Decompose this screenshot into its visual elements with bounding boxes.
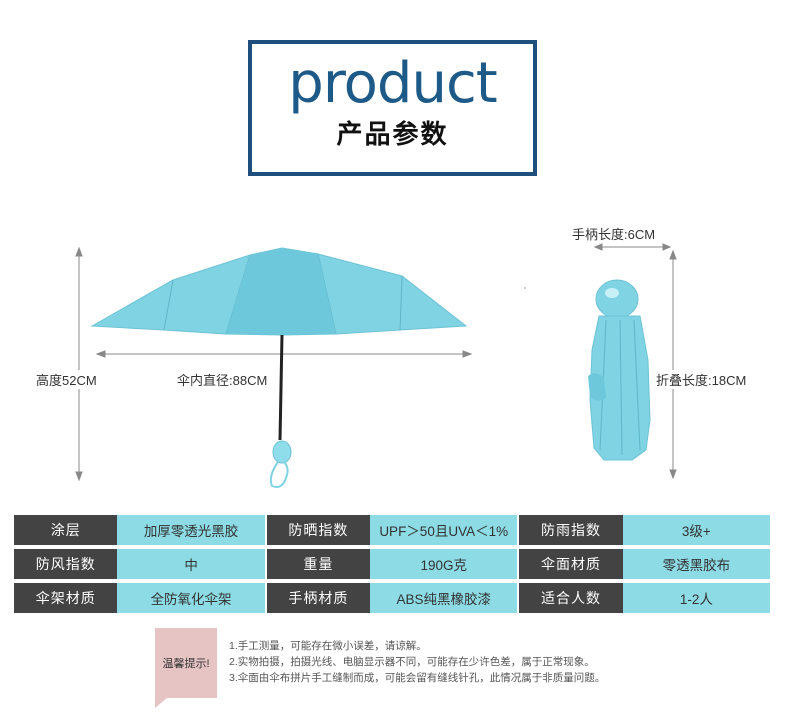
- folded-length-arrow: [669, 249, 677, 480]
- handle-length-arrow: [593, 243, 672, 251]
- open-umbrella: [90, 247, 468, 488]
- spec-row: 伞架材质 全防氧化伞架 手柄材质 ABS纯黑橡胶漆 适合人数 1-2人: [14, 583, 770, 613]
- spec-key: 重量: [266, 549, 371, 579]
- spec-row: 涂层 加厚零透光黑胶 防晒指数 UPF＞50且UVA＜1% 防雨指数 3级+: [14, 515, 770, 545]
- diameter-label: 伞内直径:88CM: [177, 370, 268, 389]
- list-item: 1.手工测量，可能存在微小误差，请谅解。: [229, 640, 427, 652]
- spec-key: 伞架材质: [14, 583, 118, 613]
- spec-value: 190G克: [370, 549, 518, 579]
- notes-tag: 温馨提示!: [155, 628, 217, 698]
- spec-row: 防风指数 中 重量 190G克 伞面材质 零透黑胶布: [14, 549, 770, 579]
- spec-value: 加厚零透光黑胶: [117, 515, 265, 545]
- spec-key: 手柄材质: [266, 583, 371, 613]
- folded-umbrella: [588, 279, 651, 461]
- spec-key: 适合人数: [519, 583, 623, 613]
- notes-tag-tail: [155, 698, 167, 708]
- spec-key: 防晒指数: [266, 515, 371, 545]
- spec-key: 防雨指数: [519, 515, 623, 545]
- spec-key: 防风指数: [14, 549, 118, 579]
- folded-length-label: 折叠长度:18CM: [656, 370, 747, 389]
- title-chinese: 产品参数: [336, 120, 449, 150]
- spec-value: UPF＞50且UVA＜1%: [370, 515, 518, 545]
- spec-value: 全防氧化伞架: [117, 583, 265, 613]
- notes-list: 1.手工测量，可能存在微小误差，请谅解。 2.实物拍摄，拍摄光线、电脑显示器不同…: [229, 638, 605, 686]
- spec-value: 零透黑胶布: [622, 549, 770, 579]
- handle-length-label: 手柄长度:6CM: [572, 224, 656, 243]
- height-arrow: [75, 246, 83, 482]
- spec-value: 3级+: [622, 515, 770, 545]
- spec-value: 中: [117, 549, 265, 579]
- height-label: 高度52CM: [36, 370, 97, 389]
- title-box: product 产品参数: [248, 40, 537, 176]
- diameter-arrow: [95, 350, 473, 358]
- spec-value: ABS纯黑橡胶漆: [370, 583, 518, 613]
- list-item: 2.实物拍摄，拍摄光线、电脑显示器不同，可能存在少许色差，属于正常现象。: [229, 656, 595, 668]
- notes-section: 温馨提示! 1.手工测量，可能存在微小误差，请谅解。 2.实物拍摄，拍摄光线、电…: [155, 628, 715, 708]
- title-english: product: [288, 51, 497, 116]
- spec-key: 涂层: [14, 515, 118, 545]
- spec-value: 1-2人: [622, 583, 770, 613]
- spec-key: 伞面材质: [519, 549, 623, 579]
- list-item: 3.伞面由伞布拼片手工缝制而成，可能会留有缝线针孔，此情况属于非质量问题。: [229, 672, 606, 684]
- spec-table: 涂层 加厚零透光黑胶 防晒指数 UPF＞50且UVA＜1% 防雨指数 3级+ 防…: [14, 515, 770, 617]
